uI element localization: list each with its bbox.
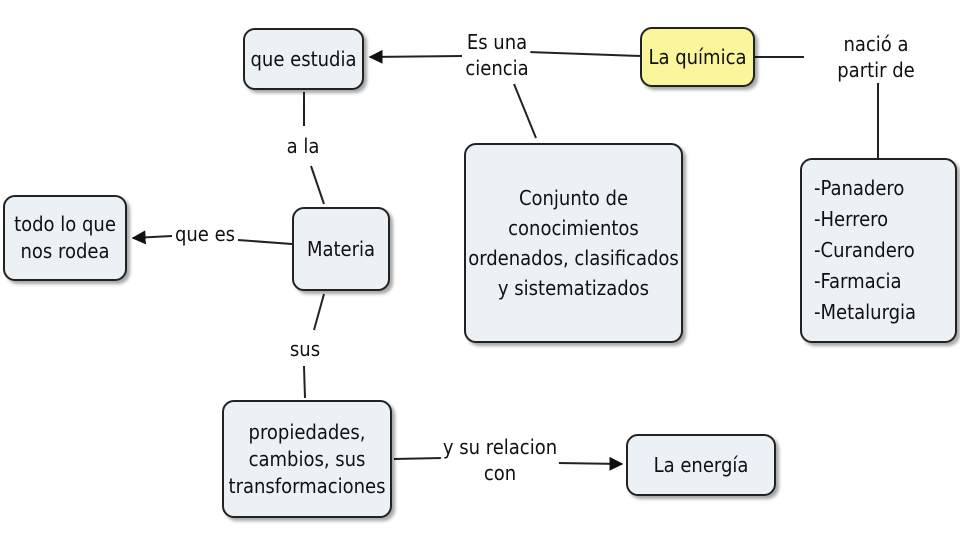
node-la-energia[interactable]: La energía: [626, 434, 776, 496]
edge-sus-to-propiedades: [303, 365, 306, 399]
edge-quimica-to-es-una-ciencia: [527, 51, 642, 57]
edge-relacion-to-energia: [557, 456, 624, 471]
node-conjunto-de-conocimientos[interactable]: Conjunto de conocimientos ordenados, cla…: [464, 143, 683, 343]
edge-es-una-ciencia-to-que-estudia: [368, 49, 463, 64]
node-propiedades-cambios[interactable]: propiedades, cambios, sus transformacion…: [222, 400, 392, 518]
link-es-una-ciencia: Es una ciencia: [463, 29, 531, 81]
link-nacio-a-partir-de: nació a partir de: [834, 31, 918, 83]
node-materia[interactable]: Materia: [292, 207, 390, 291]
link-que-es: que es: [172, 221, 238, 247]
edge-materia-to-que-es: [237, 239, 293, 245]
link-a-la: a la: [284, 133, 322, 159]
edge-es-una-ciencia-to-conjunto: [513, 83, 537, 139]
node-oficios-list[interactable]: -Panadero -Herrero -Curandero -Farmacia …: [800, 158, 957, 343]
link-sus: sus: [287, 336, 323, 362]
edge-materia-to-sus: [313, 293, 325, 331]
node-la-quimica[interactable]: La química: [640, 27, 755, 87]
node-todo-lo-que-nos-rodea[interactable]: todo lo que nos rodea: [3, 195, 127, 281]
edge-a-la-to-materia: [310, 165, 325, 205]
edge-que-es-to-todo-lo-que: [131, 230, 173, 245]
node-que-estudia[interactable]: que estudia: [243, 28, 364, 90]
link-y-su-relacion-con: y su relacion con: [440, 434, 560, 486]
edge-propiedades-to-relacion: [393, 457, 443, 460]
